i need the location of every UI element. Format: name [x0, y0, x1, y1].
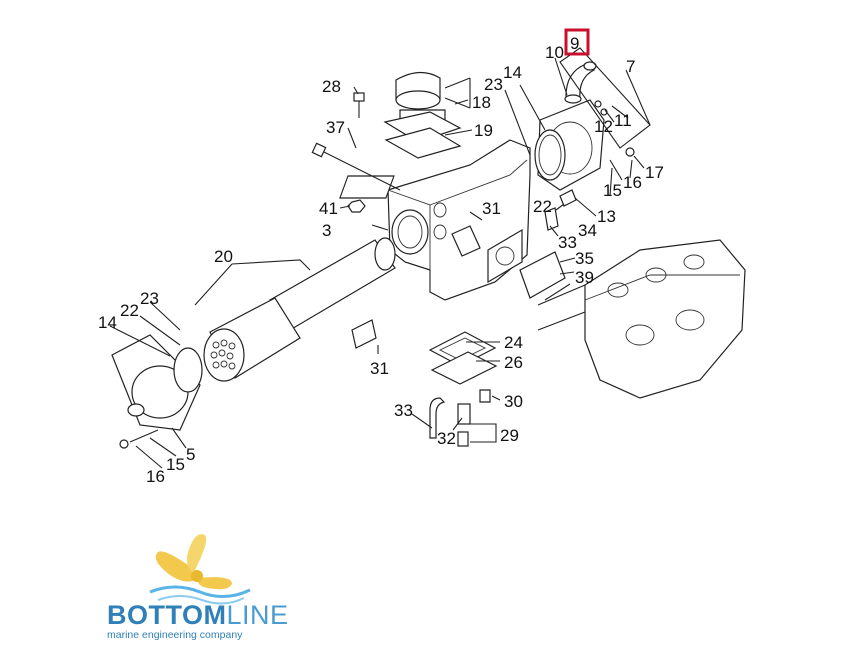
callout-19[interactable]: 19 — [474, 121, 493, 140]
elbow-part-9 — [564, 61, 597, 104]
callout-34[interactable]: 34 — [578, 221, 597, 240]
callout-23[interactable]: 23 — [140, 289, 159, 308]
callout-15[interactable]: 15 — [166, 455, 185, 474]
brand-name-bold: BOTTOM — [107, 600, 227, 630]
callout-23[interactable]: 23 — [484, 75, 503, 94]
heat-exchanger-housing — [339, 139, 531, 301]
callout-17[interactable]: 17 — [645, 163, 664, 182]
callout-20[interactable]: 20 — [214, 247, 233, 266]
propeller-icon — [149, 534, 251, 605]
callout-33[interactable]: 33 — [394, 401, 413, 420]
callout-15[interactable]: 15 — [603, 181, 622, 200]
callout-5[interactable]: 5 — [186, 445, 195, 464]
callout-32[interactable]: 32 — [437, 429, 456, 448]
callout-11[interactable]: 11 — [614, 111, 632, 130]
callout-29[interactable]: 29 — [500, 426, 519, 445]
callout-14[interactable]: 14 — [503, 63, 522, 82]
brand-name-light: LINE — [227, 600, 289, 630]
left-end-cover — [111, 334, 203, 431]
callout-18[interactable]: 18 — [472, 93, 491, 112]
callout-16[interactable]: 16 — [146, 467, 165, 486]
callout-3[interactable]: 3 — [322, 221, 331, 240]
callout-7[interactable]: 7 — [626, 57, 635, 76]
top-cap-assembly — [383, 71, 462, 159]
callout-22[interactable]: 22 — [533, 197, 552, 216]
callout-24[interactable]: 24 — [504, 333, 523, 352]
engine-block — [584, 239, 746, 399]
callout-31[interactable]: 31 — [482, 199, 501, 218]
callout-39[interactable]: 39 — [575, 268, 594, 287]
callout-37[interactable]: 37 — [326, 118, 345, 137]
bottomline-logo: BOTTOMLINE marine engineering company — [107, 534, 289, 641]
right-end-cover — [534, 99, 605, 191]
leader-lines — [109, 47, 651, 469]
tube-bundle — [203, 237, 396, 382]
svg-text:BOTTOMLINE: BOTTOMLINE — [107, 600, 289, 630]
callout-10[interactable]: 10 — [545, 43, 564, 62]
callout-28[interactable]: 28 — [322, 77, 341, 96]
callout-9[interactable]: 9 — [570, 34, 579, 53]
callout-26[interactable]: 26 — [504, 353, 523, 372]
callout-31[interactable]: 31 — [370, 359, 389, 378]
callout-30[interactable]: 30 — [504, 392, 523, 411]
callout-22[interactable]: 22 — [120, 301, 139, 320]
callout-33[interactable]: 33 — [558, 233, 577, 252]
brand-tagline: marine engineering company — [107, 629, 243, 641]
callout-14[interactable]: 14 — [98, 313, 117, 332]
callout-35[interactable]: 35 — [575, 249, 594, 268]
callout-12[interactable]: 12 — [594, 117, 613, 136]
callout-41[interactable]: 41 — [319, 199, 338, 218]
highlight-box — [564, 28, 590, 56]
callout-16[interactable]: 16 — [623, 173, 642, 192]
small-hardware — [119, 92, 635, 449]
callout-labels: 9 10 7 23 14 28 18 19 12 11 37 15 16 17 … — [98, 34, 664, 486]
callout-13[interactable]: 13 — [597, 207, 616, 226]
